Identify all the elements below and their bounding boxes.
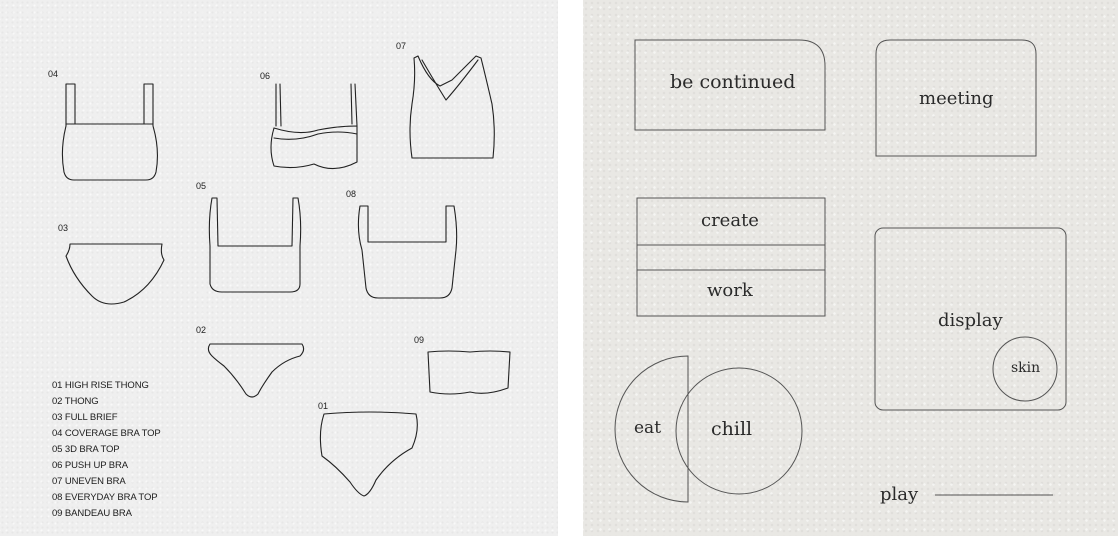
sketch-04-coverage-bra-top [61, 83, 159, 181]
sketch-number-05: 05 [196, 181, 207, 191]
display-box [874, 227, 1067, 411]
garment-sketches [61, 55, 511, 497]
create-label: create [701, 210, 759, 231]
sketch-03-full-brief [65, 243, 165, 305]
be-continued-box [634, 39, 826, 131]
word-shapes-panel: be continued meeting create work display… [583, 0, 1118, 536]
word-shapes [614, 39, 1067, 503]
legend-item: 01 HIGH RISE THONG [52, 380, 149, 391]
legend-item: 05 3D BRA TOP [52, 444, 120, 455]
sketch-06-push-up-bra [270, 83, 358, 170]
sketch-number-01: 01 [318, 401, 329, 411]
sketch-number-06: 06 [260, 71, 271, 81]
sketch-number-07: 07 [396, 41, 407, 51]
sketch-number-04: 04 [48, 69, 59, 79]
be-continued-label: be continued [670, 71, 796, 93]
sketch-07-uneven-bra [409, 55, 495, 159]
chill-label: chill [711, 418, 753, 440]
skin-circle [992, 336, 1058, 402]
meeting-label: meeting [919, 88, 994, 109]
create-work-box [636, 197, 826, 317]
skin-label: skin [1011, 360, 1041, 376]
sketch-05-3d-bra-top [208, 197, 302, 293]
work-label: work [707, 280, 753, 301]
garment-legend: 01 HIGH RISE THONG 02 THONG 03 FULL BRIE… [52, 378, 161, 522]
legend-item: 06 PUSH UP BRA [52, 460, 129, 471]
legend-item: 04 COVERAGE BRA TOP [52, 428, 161, 439]
meeting-box [875, 39, 1037, 157]
sketch-number-09: 09 [414, 335, 425, 345]
legend-item: 02 THONG [52, 396, 99, 407]
sketch-01-high-rise-thong [319, 411, 418, 497]
sketch-number-08: 08 [346, 189, 357, 199]
chill-circle [675, 367, 803, 495]
eat-shape [614, 355, 689, 503]
garment-sketch-panel: 04 06 07 05 08 03 02 09 01 01 HIGH RISE … [0, 0, 558, 536]
sketch-02-thong [207, 343, 305, 398]
legend-item: 03 FULL BRIEF [52, 412, 118, 423]
legend-item: 09 BANDEAU BRA [52, 508, 132, 519]
legend-item: 08 EVERYDAY BRA TOP [52, 492, 158, 503]
sketch-08-everyday-bra-top [357, 205, 458, 299]
sketch-number-02: 02 [196, 325, 207, 335]
sketch-09-bandeau-bra [427, 350, 511, 395]
sketch-number-03: 03 [58, 223, 69, 233]
eat-label: eat [634, 418, 662, 438]
play-label: play [880, 484, 919, 505]
legend-item: 07 UNEVEN BRA [52, 476, 126, 487]
display-label: display [938, 310, 1003, 331]
